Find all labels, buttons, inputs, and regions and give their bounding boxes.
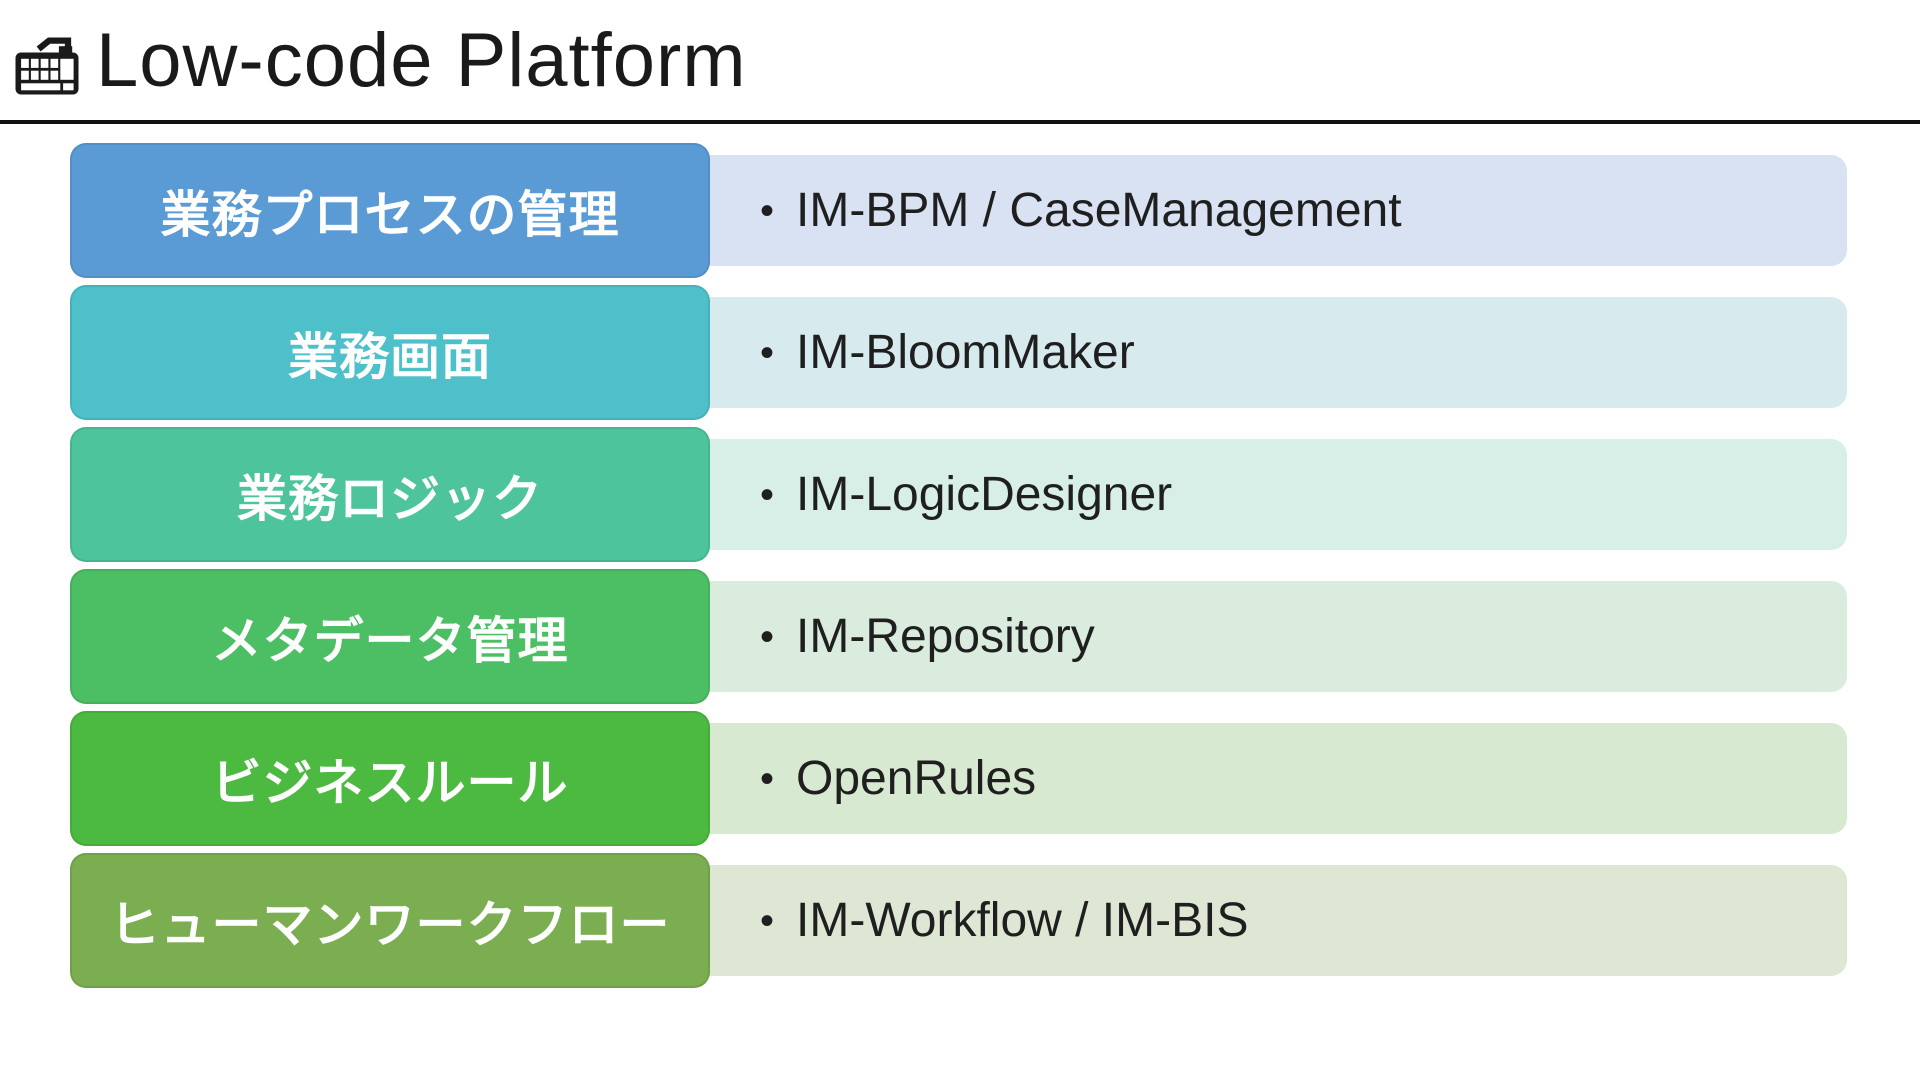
bullet-icon: • (760, 331, 775, 375)
page-title: Low-code Platform (96, 17, 747, 103)
product-name: IM-BloomMaker (796, 326, 1135, 379)
category-badge: ヒューマンワークフロー (70, 853, 710, 988)
product-name: OpenRules (796, 752, 1037, 805)
bullet-icon: • (760, 473, 775, 517)
product-name: IM-BPM / CaseManagement (796, 184, 1402, 237)
category-badge: ビジネスルール (70, 711, 710, 846)
list-item: • IM-LogicDesigner 業務ロジック (0, 427, 1920, 562)
category-badge: 業務画面 (70, 285, 710, 420)
list-item: • IM-Repository メタデータ管理 (0, 569, 1920, 704)
bullet-icon: • (760, 899, 775, 943)
category-badge: 業務プロセスの管理 (70, 143, 710, 278)
list-item: • IM-BloomMaker 業務画面 (0, 285, 1920, 420)
category-badge: メタデータ管理 (70, 569, 710, 704)
product-name: IM-Repository (796, 610, 1095, 663)
keyboard-icon (15, 37, 79, 95)
bullet-icon: • (760, 757, 775, 801)
category-badge: 業務ロジック (70, 427, 710, 562)
bullet-icon: • (760, 189, 775, 233)
header-divider (0, 120, 1920, 124)
lowcode-feature-list: • IM-BPM / CaseManagement 業務プロセスの管理 • IM… (0, 143, 1920, 995)
product-name: IM-LogicDesigner (796, 468, 1173, 521)
bullet-icon: • (760, 615, 775, 659)
list-item: • OpenRules ビジネスルール (0, 711, 1920, 846)
list-item: • IM-Workflow / IM-BIS ヒューマンワークフロー (0, 853, 1920, 988)
list-item: • IM-BPM / CaseManagement 業務プロセスの管理 (0, 143, 1920, 278)
slide-header: Low-code Platform (0, 0, 1920, 120)
product-name: IM-Workflow / IM-BIS (796, 894, 1249, 947)
